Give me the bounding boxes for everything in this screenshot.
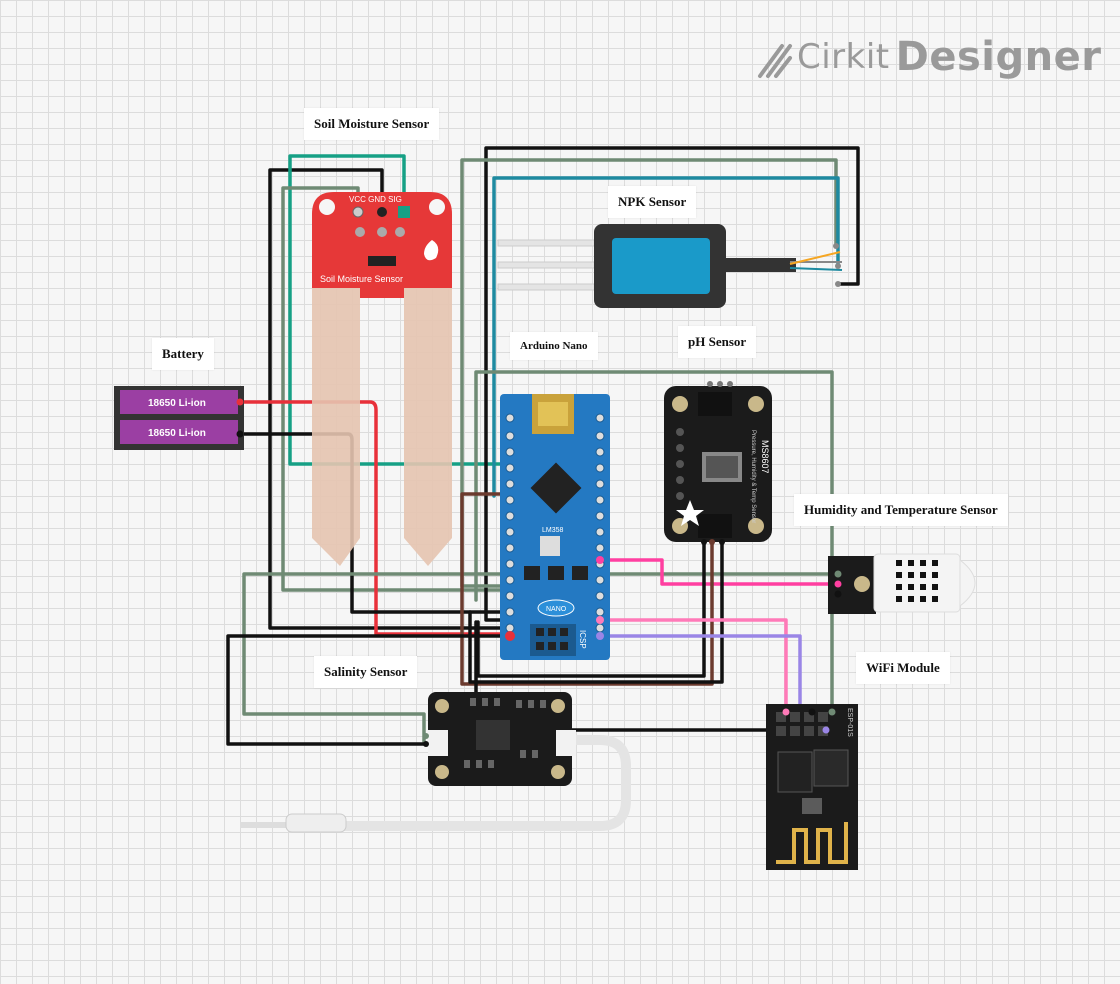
ph-sensor[interactable]: MS8607 Pressure, Humidity & Temp Sensor <box>664 381 772 545</box>
wire-battery-red[interactable] <box>240 400 512 636</box>
salinity-sensor[interactable] <box>240 692 631 833</box>
wire-ph-black[interactable] <box>468 538 724 684</box>
battery-pack[interactable]: 18650 Li-ion 18650 Li-ion <box>114 386 244 450</box>
label-salinity: Salinity Sensor <box>314 656 418 688</box>
wifi-model-label: ESP-01S <box>846 708 853 737</box>
label-humidity-temperature: Humidity and Temperature Sensor <box>794 494 1008 526</box>
wire-soil-gnd[interactable] <box>268 168 522 630</box>
label-ph-sensor: pH Sensor <box>678 326 757 358</box>
wires <box>226 146 860 746</box>
soil-sensor-pins-text: VCC GND SIG <box>349 195 402 204</box>
humidity-temperature-sensor[interactable] <box>828 553 976 614</box>
wire-wifi-pink[interactable] <box>600 618 788 714</box>
soil-sensor-board-text: Soil Moisture Sensor <box>320 274 403 284</box>
arduino-nano[interactable]: NANO LM358 ICSP <box>500 394 610 660</box>
label-soil-moisture: Soil Moisture Sensor <box>304 108 440 140</box>
brand-name-part2: Designer <box>895 34 1102 80</box>
cirkit-logo-icon <box>758 44 792 78</box>
label-battery: Battery <box>152 338 214 370</box>
wire-soil-sig[interactable] <box>288 154 512 466</box>
wire-ph-black2[interactable] <box>476 538 706 678</box>
battery-cell-2: 18650 Li-ion <box>148 428 206 439</box>
label-wifi-module: WiFi Module <box>856 652 950 684</box>
wire-dht-gray-up[interactable] <box>474 370 834 602</box>
brand: Cirkit Designer <box>755 34 1101 80</box>
npk-pin-3[interactable] <box>835 281 841 287</box>
nano-regulator-label: LM358 <box>542 527 564 534</box>
label-npk: NPK Sensor <box>608 186 697 218</box>
wire-dht-data[interactable] <box>600 558 840 586</box>
ph-board-title: MS8607 <box>760 440 770 474</box>
label-arduino-nano: Arduino Nano <box>510 332 598 360</box>
sparkfun-flame-icon <box>424 240 439 261</box>
wire-npk-black[interactable] <box>484 146 860 622</box>
adafruit-flower-icon <box>676 500 704 526</box>
battery-cell-1: 18650 Li-ion <box>148 398 206 409</box>
npk-pin-1[interactable] <box>833 243 839 249</box>
brand-name-part1: Cirkit <box>797 37 890 77</box>
wire-dht-vcc[interactable] <box>242 572 840 746</box>
wire-salinity-black[interactable] <box>226 634 512 746</box>
soil-moisture-sensor[interactable]: VCC GND SIG Soil Moisture Sensor <box>312 192 452 566</box>
wire-npk-gray[interactable] <box>460 158 838 588</box>
npk-pin-2[interactable] <box>835 263 841 269</box>
nano-chip-label: NANO <box>546 606 567 613</box>
wire-npk-teal[interactable] <box>492 176 840 498</box>
npk-sensor[interactable] <box>497 224 843 308</box>
ph-board-subtitle: Pressure, Humidity & Temp Sensor <box>750 430 756 523</box>
nano-icsp-label: ICSP <box>578 630 587 649</box>
wifi-module[interactable]: ESP-01S <box>766 704 858 870</box>
